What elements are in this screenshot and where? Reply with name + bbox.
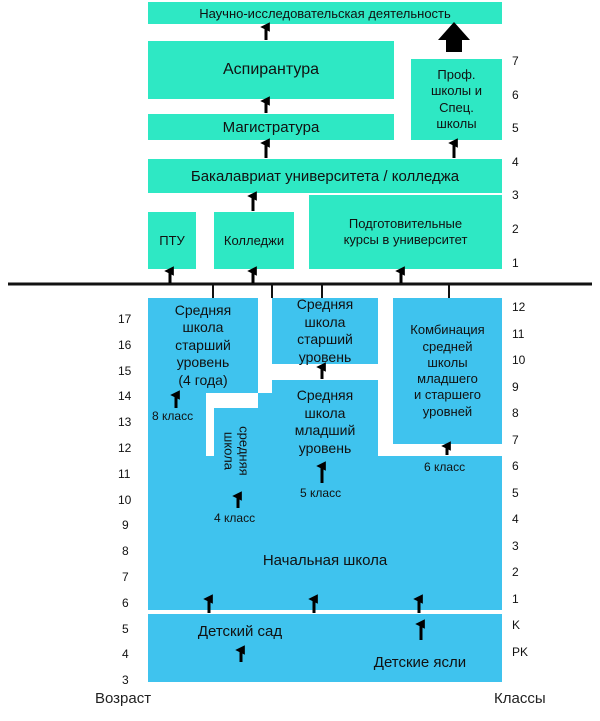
grade-tick: 11 (512, 326, 525, 341)
nursery-label-wrap: Детские ясли (338, 642, 502, 682)
magistratura-label: Магистратура (222, 118, 320, 136)
grade-tick: 7 (512, 432, 519, 447)
grade5-label: 5 класс (300, 486, 342, 500)
grade-tick: 3 (512, 538, 519, 553)
grade-tick: 9 (512, 379, 519, 394)
age-tick: 4 (122, 647, 129, 662)
grade-axis-title: Классы (494, 690, 546, 707)
big-arrow-icon (438, 22, 470, 52)
vertical-middle-box: средняя школа (214, 408, 258, 494)
primary-mid-extension (258, 393, 272, 463)
colleges-box: Колледжи (214, 212, 294, 269)
bachelor-box: Бакалавриат университета / колледжа (148, 159, 502, 193)
bachelor-label: Бакалавриат университета / колледжа (190, 167, 460, 185)
grade-tick-higher: 5 (512, 121, 519, 136)
grade-tick-higher: 7 (512, 54, 519, 68)
grade-tick: 5 (512, 485, 519, 500)
grade-tick: 12 (512, 300, 526, 314)
prof-schools-label: Проф. школы и Спец. школы (430, 67, 482, 131)
age-tick: 6 (122, 595, 129, 610)
combination-label: Комбинация средней школы младшего и стар… (410, 322, 485, 419)
prof-schools-box: Проф. школы и Спец. школы (411, 59, 502, 140)
middle-junior-label: Средняя школа младший уровень (294, 387, 356, 456)
age-axis-title: Возраст (95, 690, 152, 707)
middle-junior-box: Средняя школа младший уровень (272, 380, 378, 464)
primary-area (148, 456, 502, 610)
age-tick: 16 (118, 337, 132, 352)
grade4-label: 4 класс (214, 511, 256, 525)
ptu-box: ПТУ (148, 212, 196, 269)
aspirantura-box: Аспирантура (148, 41, 394, 99)
grade-tick: 4 (512, 512, 519, 526)
kindergarten-label: Детский сад (197, 622, 283, 640)
grade-tick: PK (512, 644, 529, 659)
age-tick: 8 (122, 544, 129, 559)
age-tick: 9 (122, 518, 129, 533)
prep-courses-label: Подготовительные курсы в университет (343, 215, 468, 247)
age-tick: 13 (118, 415, 132, 430)
age-tick: 10 (118, 492, 132, 507)
research-box: Научно-исследовательская деятельность (148, 2, 502, 24)
age-tick: 15 (118, 363, 132, 378)
primary-label-wrap: Начальная школа (148, 540, 502, 580)
primary-label: Начальная школа (262, 551, 388, 569)
grade-tick-higher: 6 (512, 87, 519, 102)
age-tick: 17 (118, 312, 132, 326)
senior-label: Средняя школа старший уровень (296, 296, 354, 365)
grade-tick-higher: 3 (512, 188, 519, 203)
senior-4yr-label: Средняя школа старший уровень (4 года) (174, 301, 232, 388)
kindergarten-label-wrap: Детский сад (160, 614, 320, 648)
grade-tick-higher: 2 (512, 222, 519, 236)
combination-box: Комбинация средней школы младшего и стар… (393, 298, 502, 444)
age-tick: 7 (122, 570, 129, 584)
age-tick: 14 (118, 389, 132, 404)
grade-tick: K (512, 618, 521, 632)
colleges-label: Колледжи (223, 233, 285, 248)
age-tick: 3 (122, 673, 129, 688)
grade6-label: 6 класс (424, 460, 466, 474)
ptu-label: ПТУ (159, 233, 185, 248)
age-tick: 11 (118, 466, 131, 481)
grade-tick: 1 (512, 591, 519, 606)
kindergarten-box (148, 614, 502, 648)
grade8-label: 8 класс (152, 409, 194, 423)
senior-4yr-box: Средняя школа старший уровень (4 года) (148, 298, 258, 393)
research-label: Научно-исследовательская деятельность (199, 5, 451, 21)
magistratura-box: Магистратура (148, 114, 394, 140)
age-tick: 12 (118, 441, 132, 455)
grade-tick: 2 (512, 565, 519, 579)
grade-tick-higher: 4 (512, 154, 519, 169)
grade-tick: 6 (512, 459, 519, 473)
grade-tick: 10 (512, 353, 526, 367)
prep-courses-box: Подготовительные курсы в университет (309, 195, 502, 269)
grade-tick-higher: 1 (512, 255, 519, 270)
age-tick: 5 (122, 621, 129, 636)
grade-tick: 8 (512, 406, 519, 420)
nursery-label: Детские ясли (373, 653, 467, 671)
nursery-box (148, 648, 502, 682)
senior-box: Средняя школа старший уровень (272, 296, 378, 365)
aspirantura-label: Аспирантура (222, 61, 320, 78)
